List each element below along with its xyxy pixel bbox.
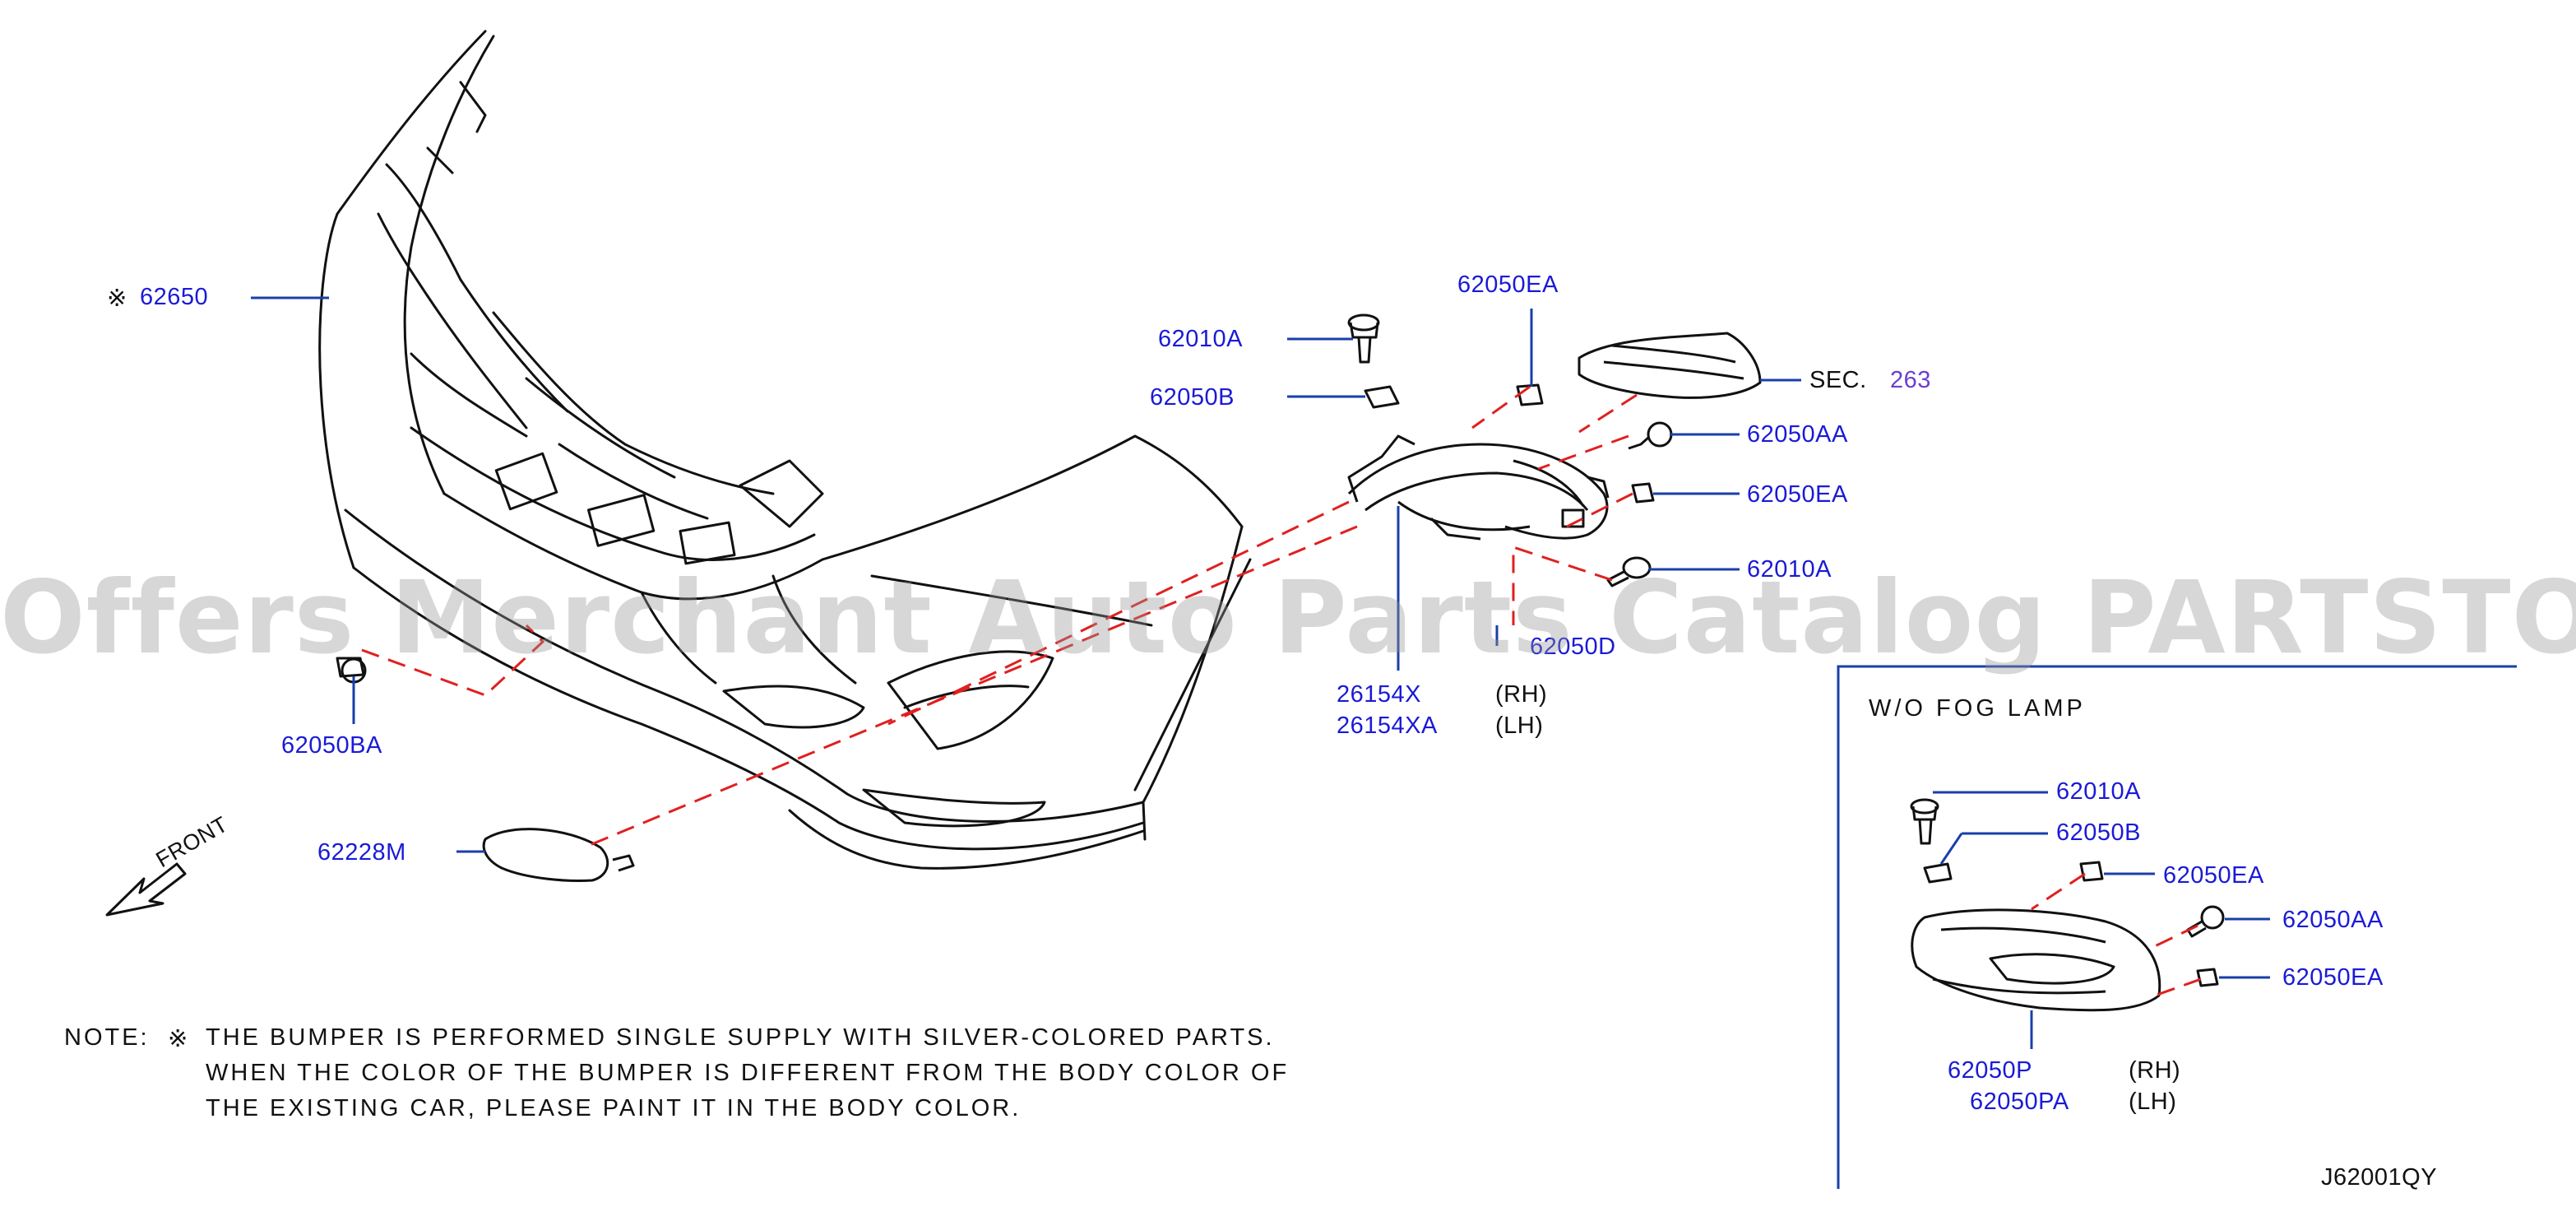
inset-frame	[1837, 665, 2517, 1189]
inset-side-label-rh: (RH)	[2129, 1057, 2181, 1084]
inset-part-label-62050pa[interactable]: 62050PA	[1970, 1089, 2069, 1115]
alignment-lines	[361, 385, 2202, 997]
note-line-2: WHEN THE COLOR OF THE BUMPER IS DIFFEREN…	[206, 1060, 1290, 1086]
part-label-62650[interactable]: 62650	[140, 284, 209, 310]
part-label-62050b[interactable]: 62050B	[1150, 384, 1235, 411]
part-label-26154xa[interactable]: 26154XA	[1337, 713, 1438, 739]
inset-side-label-lh: (LH)	[2129, 1089, 2177, 1115]
part-label-62050d-partial[interactable]: 62050D	[1530, 634, 1616, 660]
inset-part-label-62050b[interactable]: 62050B	[2056, 819, 2141, 846]
fog-lamp-assembly[interactable]	[1578, 332, 1762, 399]
part-label-62050ea-top[interactable]: 62050EA	[1457, 272, 1559, 298]
inset-part-label-62050p[interactable]: 62050P	[1948, 1057, 2032, 1084]
front-arrow-icon	[105, 862, 187, 917]
part-label-62010a-right[interactable]: 62010A	[1747, 556, 1832, 583]
part-label-62050ea-right[interactable]: 62050EA	[1747, 481, 1848, 508]
note-line-1: THE BUMPER IS PERFORMED SINGLE SUPPLY WI…	[206, 1024, 1275, 1051]
part-label-62228m[interactable]: 62228M	[317, 839, 406, 866]
note-mark-symbol: ※	[107, 286, 127, 312]
part-label-62010a-top[interactable]: 62010A	[1158, 326, 1243, 352]
sec-ref-label: SEC.	[1809, 367, 1867, 393]
inset-title: W/O FOG LAMP	[1869, 695, 2086, 722]
fog-lamp-bracket[interactable]	[1347, 434, 1610, 541]
note-mark-symbol-2: ※	[168, 1026, 191, 1052]
part-label-62050aa[interactable]: 62050AA	[1747, 421, 1848, 448]
side-label-lh: (LH)	[1495, 713, 1544, 739]
leader-lines	[251, 296, 2270, 1049]
inset-part-label-62050ea-top[interactable]: 62050EA	[2163, 862, 2264, 889]
note-line-3: THE EXISTING CAR, PLEASE PAINT IT IN THE…	[206, 1095, 1022, 1121]
inset-fog-cover[interactable]	[1911, 908, 2161, 1012]
front-bumper[interactable]	[318, 30, 1252, 870]
note-prefix: NOTE:	[64, 1024, 150, 1051]
inset-part-label-62010a[interactable]: 62010A	[2056, 778, 2141, 805]
diagram-code: J62001QY	[2321, 1164, 2438, 1191]
fasteners	[336, 313, 1673, 882]
part-label-62050ba[interactable]: 62050BA	[281, 732, 382, 759]
part-label-26154x[interactable]: 26154X	[1337, 681, 1421, 708]
inset-part-label-62050ea-bottom[interactable]: 62050EA	[2282, 964, 2384, 991]
side-label-rh: (RH)	[1495, 681, 1548, 708]
sec-ref-number[interactable]: 263	[1890, 367, 1931, 393]
inset-part-label-62050aa[interactable]: 62050AA	[2282, 907, 2384, 933]
